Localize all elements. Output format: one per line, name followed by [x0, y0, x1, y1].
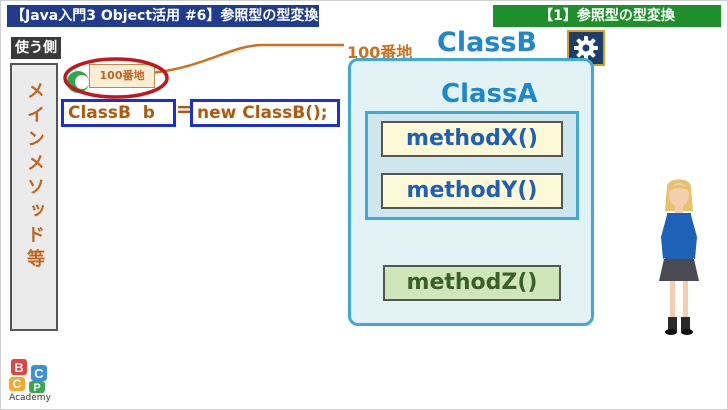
equals-sign: =	[176, 97, 193, 121]
method-x-box: methodX()	[381, 121, 563, 157]
classa-label: ClassA	[441, 79, 538, 109]
header-left-title: 【Java入門3 Object活用 #6】参照型の型変換	[7, 5, 319, 27]
svg-text:P: P	[33, 382, 40, 394]
reference-connector-line	[150, 43, 344, 75]
caller-title: 使う側	[11, 37, 61, 59]
method-y-box: methodY()	[381, 173, 563, 209]
bccp-logo: B C C P	[9, 359, 47, 394]
highlight-circle-icon	[63, 57, 169, 99]
header-right-title: 【1】参照型の型変換	[493, 5, 721, 27]
small-address-tag: 100番地	[89, 64, 155, 88]
method-z-box: methodZ()	[383, 265, 561, 301]
instantiation-box: new ClassB();	[190, 99, 340, 127]
classb-label: ClassB	[437, 27, 538, 58]
gear-icon	[574, 36, 598, 60]
variable-declaration-box: ClassB b	[61, 99, 176, 127]
svg-text:C: C	[13, 377, 22, 391]
caller-vertical-label: メインメソッド等	[24, 81, 45, 273]
svg-text:B: B	[14, 360, 23, 375]
svg-text:C: C	[34, 366, 44, 381]
caller-column	[10, 63, 58, 331]
logo-text: Academy	[9, 393, 51, 403]
girl-character-illustration	[659, 179, 699, 335]
address-label: 100番地	[347, 43, 413, 62]
